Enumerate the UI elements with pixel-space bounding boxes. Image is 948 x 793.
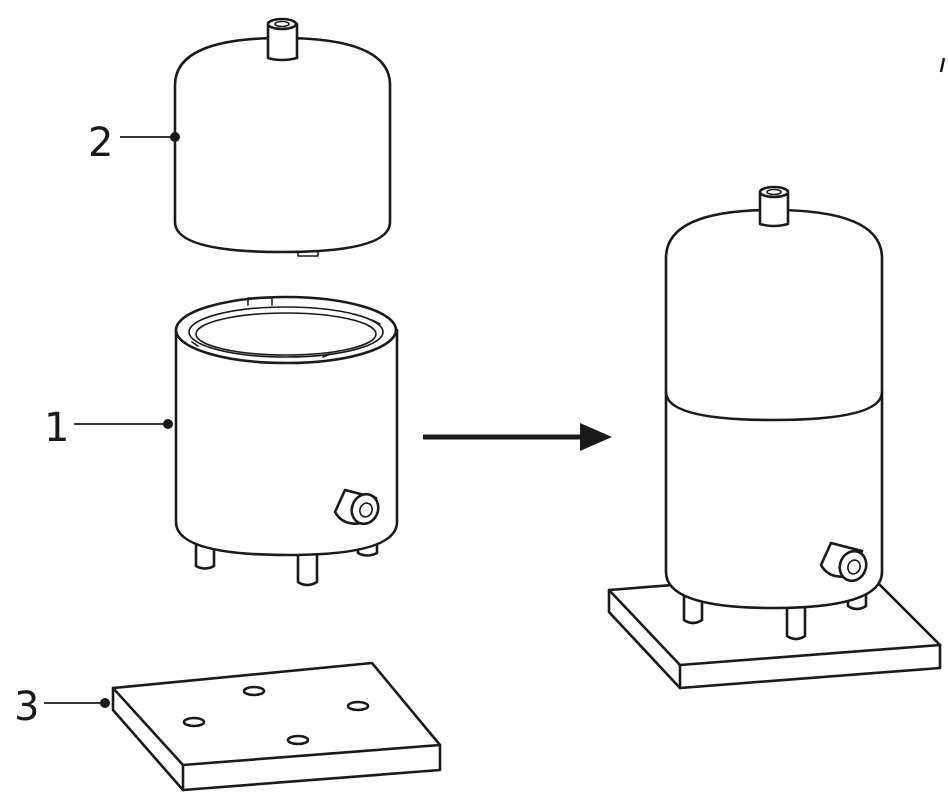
assembled-unit: [607, 185, 942, 690]
callout-label-1: 1: [44, 405, 69, 451]
upper-dome: [173, 17, 392, 257]
callout-label-3: 3: [14, 684, 39, 730]
callout-1: 1: [44, 405, 173, 451]
assembly-arrow: [423, 423, 612, 451]
lower-section: [174, 295, 399, 587]
callout-3: 3: [14, 684, 110, 730]
base-plate: [111, 661, 442, 792]
outlet-fitting: [333, 488, 380, 526]
edge-mark: [939, 57, 946, 73]
callout-2: 2: [88, 120, 180, 166]
callout-label-2: 2: [88, 120, 113, 166]
